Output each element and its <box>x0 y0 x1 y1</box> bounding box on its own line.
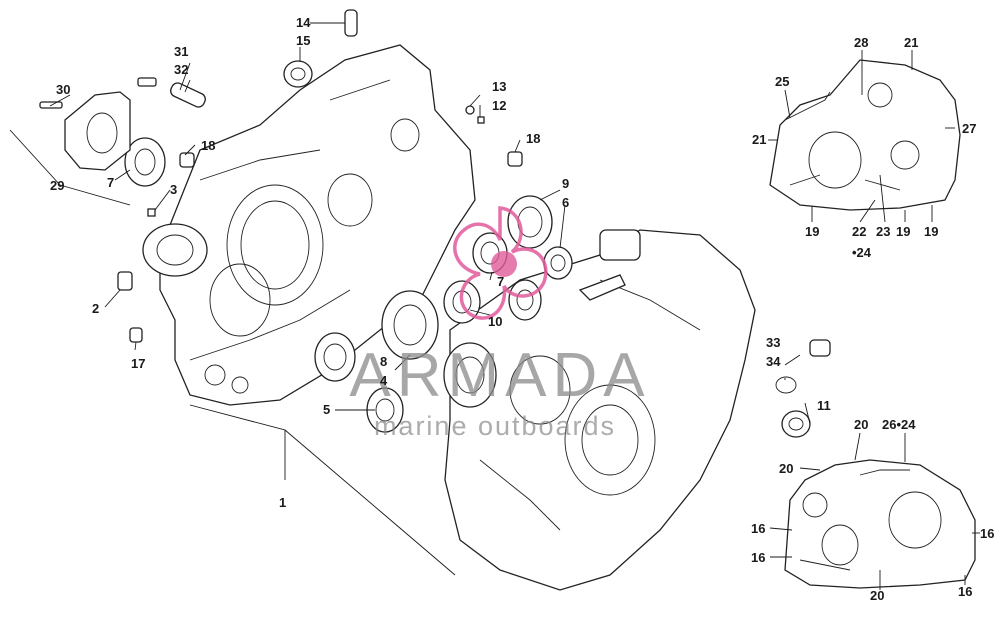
bearings-and-seals <box>39 9 831 438</box>
callout-9: 9 <box>562 176 569 191</box>
callout-16-lower-left: 16 <box>751 550 765 565</box>
callout-5: 5 <box>323 402 330 417</box>
inset-view-right-case <box>784 459 976 589</box>
callout-27: 27 <box>962 121 976 136</box>
callout-10: 10 <box>488 314 502 329</box>
callout-15: 15 <box>296 33 310 48</box>
callout-21-left: 21 <box>752 132 766 147</box>
callout-21-top: 21 <box>904 35 918 50</box>
inset-view-left-case <box>769 59 961 211</box>
oil-pump-cover <box>117 223 208 291</box>
callout-6: 6 <box>562 195 569 210</box>
callout-12: 12 <box>492 98 506 113</box>
callout-20-left: 20 <box>779 461 793 476</box>
leader-lines <box>9 22 980 590</box>
callout-23: 23 <box>876 224 890 239</box>
right-crankcase-half <box>444 229 756 591</box>
callout-25: 25 <box>775 74 789 89</box>
callout-29: 29 <box>50 178 64 193</box>
callout-13: 13 <box>492 79 506 94</box>
callout-33: 33 <box>766 335 780 350</box>
callout-18-right: 18 <box>526 131 540 146</box>
callout-31: 31 <box>174 44 188 59</box>
callout-17: 17 <box>131 356 145 371</box>
callout-34: 34 <box>766 354 781 369</box>
callout-19-right: 19 <box>924 224 938 239</box>
callout-11: 11 <box>817 398 831 413</box>
watermark-brand: ARMADA <box>349 341 650 410</box>
callout-16-right: 16 <box>980 526 994 541</box>
callout-20-top: 20 <box>854 417 868 432</box>
callout-19-middle: 19 <box>896 224 910 239</box>
callout-7-center: 7 <box>497 274 504 289</box>
callout-32: 32 <box>174 62 188 77</box>
callout-16-bottom: 16 <box>958 584 972 599</box>
callout-19-left: 19 <box>805 224 819 239</box>
callout-28: 28 <box>854 35 868 50</box>
callout-3: 3 <box>170 182 177 197</box>
callout-22: 22 <box>852 224 866 239</box>
callout-26-24: 26•24 <box>882 417 916 432</box>
callout-4: 4 <box>380 373 388 388</box>
callout-18-left: 18 <box>201 138 215 153</box>
callout-20-bottom: 20 <box>870 588 884 603</box>
armada-logo-mark <box>453 206 548 320</box>
callout-1: 1 <box>279 495 286 510</box>
callout-14: 14 <box>296 15 311 30</box>
callout-16-upper-left: 16 <box>751 521 765 536</box>
callout-7-left: 7 <box>107 175 114 190</box>
callout-30: 30 <box>56 82 70 97</box>
callout-24-upper: •24 <box>852 245 872 260</box>
callout-8: 8 <box>380 354 387 369</box>
callout-labels: 1 2 3 4 5 6 7 7 8 9 10 11 12 13 14 15 17… <box>50 15 994 603</box>
callout-2: 2 <box>92 301 99 316</box>
watermark-tagline: marine outboards <box>374 411 616 441</box>
armada-watermark: ARMADA marine outboards <box>349 206 650 441</box>
